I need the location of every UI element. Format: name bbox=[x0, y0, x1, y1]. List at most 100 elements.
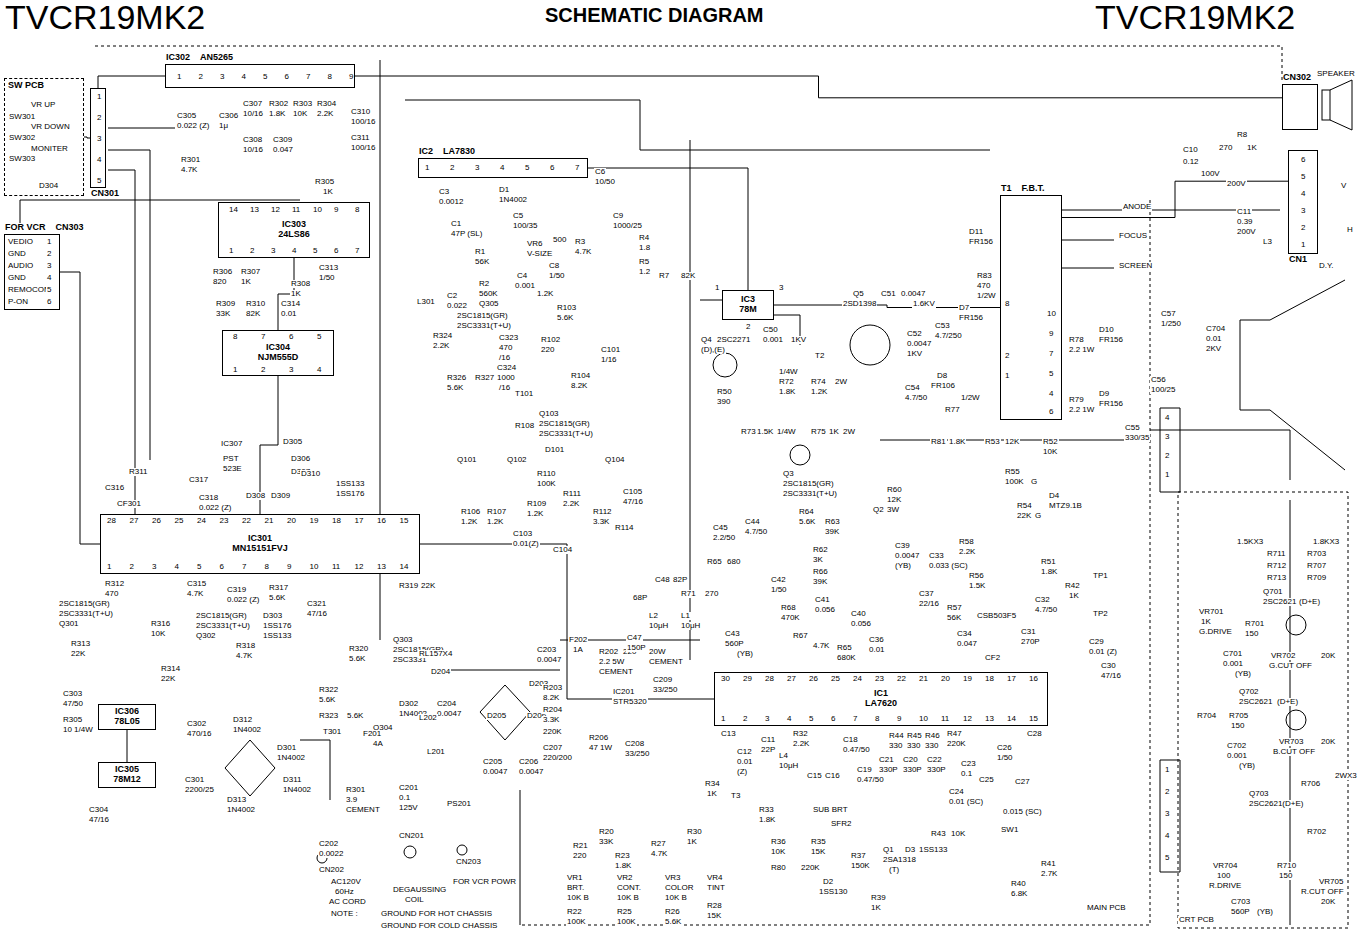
component-label: C313 bbox=[318, 264, 339, 272]
node-header: IC30578M12 bbox=[99, 763, 155, 787]
component-label: 7 bbox=[305, 73, 311, 81]
node-text: CN303 bbox=[56, 223, 84, 233]
schematic-stroke bbox=[1062, 268, 1114, 269]
component-label: 5.6K bbox=[664, 918, 682, 926]
component-label: G.DRIVE bbox=[1198, 628, 1233, 636]
component-label: 2 bbox=[1164, 788, 1170, 796]
component-label: T2 bbox=[814, 352, 825, 360]
component-label: 0.01(Z) bbox=[512, 540, 540, 548]
component-label: 0.022 (Z) bbox=[226, 596, 260, 604]
component-label: 1SS176 bbox=[262, 622, 292, 630]
component-label: 1.2K bbox=[526, 510, 544, 518]
component-label: 4.7/50 bbox=[904, 394, 928, 402]
component-label: 1A bbox=[572, 646, 584, 654]
component-label: 5 bbox=[1300, 173, 1306, 181]
component-label: 1000 bbox=[496, 374, 516, 382]
component-label: C45 bbox=[712, 524, 729, 532]
component-label: 1.8K bbox=[268, 110, 286, 118]
component-label: 10/50 bbox=[594, 178, 616, 186]
component-label: L201 bbox=[426, 748, 446, 756]
component-label: R310 bbox=[245, 300, 266, 308]
component-label: C209 bbox=[652, 676, 673, 684]
schematic-stroke bbox=[405, 100, 640, 150]
wire-connector bbox=[98, 76, 165, 88]
node-text-block: SW PCB bbox=[8, 81, 44, 91]
component-label: SW303 bbox=[8, 155, 36, 163]
component-label: R702 bbox=[1306, 828, 1327, 836]
component-label: 10 1/4W bbox=[62, 726, 94, 734]
component-label: R66 bbox=[812, 568, 829, 576]
component-label: C4 bbox=[516, 272, 528, 280]
node-header: CN1 bbox=[1289, 255, 1307, 265]
node-text: AN5265 bbox=[200, 53, 233, 63]
component-label: L4 bbox=[778, 752, 789, 760]
component-label: Q302 bbox=[195, 632, 217, 640]
component-label: 470K bbox=[780, 614, 801, 622]
component-label: 270 bbox=[1218, 144, 1233, 152]
component-label: R42 bbox=[1064, 582, 1081, 590]
component-label: TVCR19MK2 bbox=[4, 0, 206, 34]
component-label: R114 bbox=[614, 524, 635, 532]
component-label: VR703 bbox=[1278, 738, 1304, 746]
component-label: VR UP bbox=[30, 101, 56, 109]
component-label: 100/16 bbox=[350, 144, 376, 152]
component-label: R327 bbox=[474, 374, 495, 382]
component-label: C16 bbox=[824, 772, 841, 780]
node-text: IC302 bbox=[166, 53, 190, 63]
component-label: 1K bbox=[1200, 618, 1212, 626]
component-label: 8 bbox=[232, 333, 238, 341]
component-label: 0.0047 bbox=[900, 290, 926, 298]
component-label: C24 bbox=[948, 788, 965, 796]
component-label: 82K bbox=[680, 272, 696, 280]
component-label: 1/50 bbox=[770, 586, 788, 594]
component-label: D3 bbox=[904, 846, 916, 854]
schematic-stroke bbox=[1286, 615, 1306, 635]
component-label: CF2 bbox=[984, 654, 1001, 662]
component-label: C10 bbox=[1182, 146, 1199, 154]
component-label: 0.39 bbox=[1236, 218, 1254, 226]
component-label: 1 bbox=[232, 366, 238, 374]
component-label: 3 bbox=[270, 247, 276, 255]
node-header: IC30678L05 bbox=[99, 705, 155, 729]
component-label: 100/35 bbox=[512, 222, 538, 230]
component-label: D310 bbox=[300, 470, 321, 478]
component-label: R41 bbox=[1040, 860, 1057, 868]
component-label: 2SC2621 bbox=[1238, 698, 1273, 706]
component-label: 9 bbox=[286, 563, 292, 571]
component-label: 220 bbox=[572, 852, 587, 860]
component-label: G bbox=[1030, 478, 1038, 486]
schematic-stroke bbox=[404, 846, 416, 858]
component-label: 4.7K bbox=[180, 166, 198, 174]
component-label: 22 bbox=[896, 675, 907, 683]
component-label: 2200/25 bbox=[184, 786, 215, 794]
component-label: 1.8KX3 bbox=[1312, 538, 1340, 546]
component-label: AC CORD bbox=[328, 898, 367, 906]
connector-block: CN302 bbox=[1282, 84, 1318, 130]
component-label: 47/16 bbox=[1100, 672, 1122, 680]
component-label: R102 bbox=[540, 336, 561, 344]
component-label: 9 bbox=[333, 206, 339, 214]
component-label: R81 bbox=[930, 438, 947, 446]
component-label: D2 bbox=[822, 878, 834, 886]
component-label: R77 bbox=[944, 406, 961, 414]
component-label: 2 bbox=[1164, 452, 1170, 460]
wire-connector bbox=[60, 272, 100, 544]
wire-connector bbox=[588, 168, 748, 290]
component-label: 15K bbox=[810, 848, 826, 856]
component-label: R111 bbox=[562, 490, 582, 498]
component-label: 4 bbox=[786, 715, 792, 723]
component-label: 100K bbox=[1004, 478, 1025, 486]
component-label: C702 bbox=[1226, 742, 1247, 750]
component-label: R20 bbox=[598, 828, 615, 836]
node-text: IC301 bbox=[248, 534, 272, 544]
component-label: 0.01 bbox=[736, 758, 754, 766]
component-label: 100K bbox=[566, 918, 587, 926]
component-label: R320 bbox=[348, 645, 369, 653]
component-label: 7 bbox=[1048, 350, 1054, 358]
node-text: CN302 bbox=[1283, 73, 1311, 83]
component-label: R35 bbox=[810, 838, 827, 846]
component-label: C12 bbox=[736, 748, 753, 756]
component-label: (D+E) bbox=[1298, 598, 1321, 606]
component-label: C303 bbox=[62, 690, 83, 698]
component-label: REMOCON bbox=[7, 286, 51, 294]
